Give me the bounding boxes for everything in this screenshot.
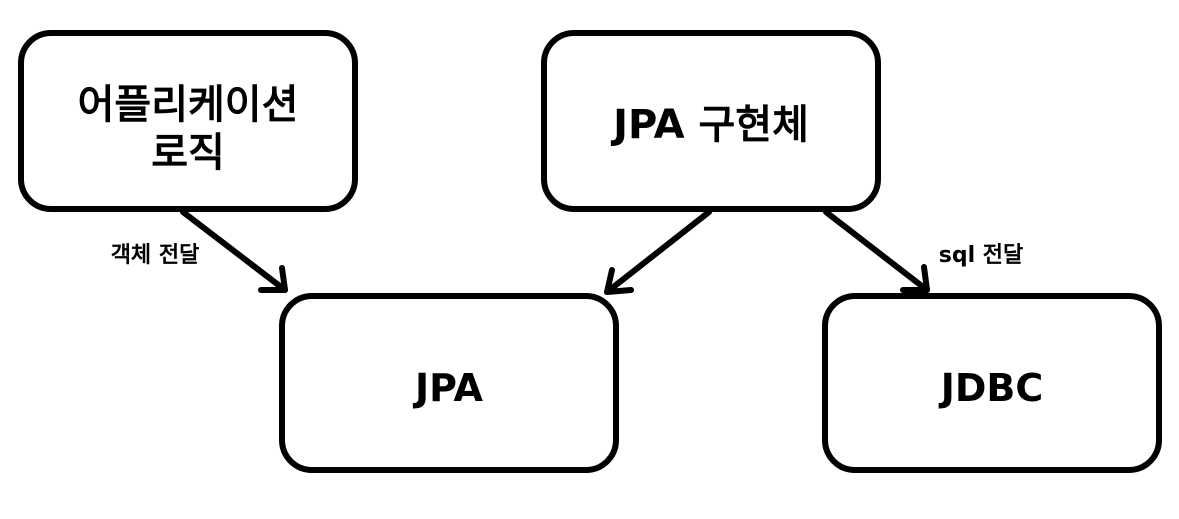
node-jpa-box [279, 293, 619, 473]
node-application-logic-label-line1: 어플리케이션 [78, 82, 299, 128]
edge-app-to-jpa-arrowhead [258, 265, 288, 293]
node-jpa: JPA [279, 293, 619, 473]
edge-impl-to-jdbc-arrowhead [900, 264, 930, 293]
edge-app-to-jpa-line [180, 209, 288, 293]
edge-impl-to-jpa-arrowhead [604, 267, 634, 295]
node-jpa-label: JPA [412, 366, 484, 410]
node-application-logic-box [18, 30, 358, 212]
node-jdbc: JDBC [822, 293, 1162, 473]
edge-impl-to-jpa [604, 209, 712, 295]
node-jdbc-label: JDBC [938, 366, 1044, 410]
node-jpa-implementation-label: JPA 구현체 [610, 102, 809, 148]
node-application-logic: 어플리케이션 로직 [18, 30, 358, 212]
edge-impl-to-jdbc-line [823, 209, 930, 293]
edge-impl-to-jdbc [823, 209, 930, 293]
node-jdbc-box [822, 293, 1162, 473]
edge-app-to-jpa [180, 209, 288, 293]
edge-label-object-transfer: 객체 전달 [111, 243, 200, 268]
node-jpa-implementation: JPA 구현체 [541, 30, 881, 212]
node-jpa-implementation-box [541, 30, 881, 212]
node-application-logic-label-line2: 로직 [151, 130, 225, 176]
edge-label-sql-transfer: sql 전달 [939, 243, 1024, 268]
edge-impl-to-jpa-line [604, 209, 712, 295]
